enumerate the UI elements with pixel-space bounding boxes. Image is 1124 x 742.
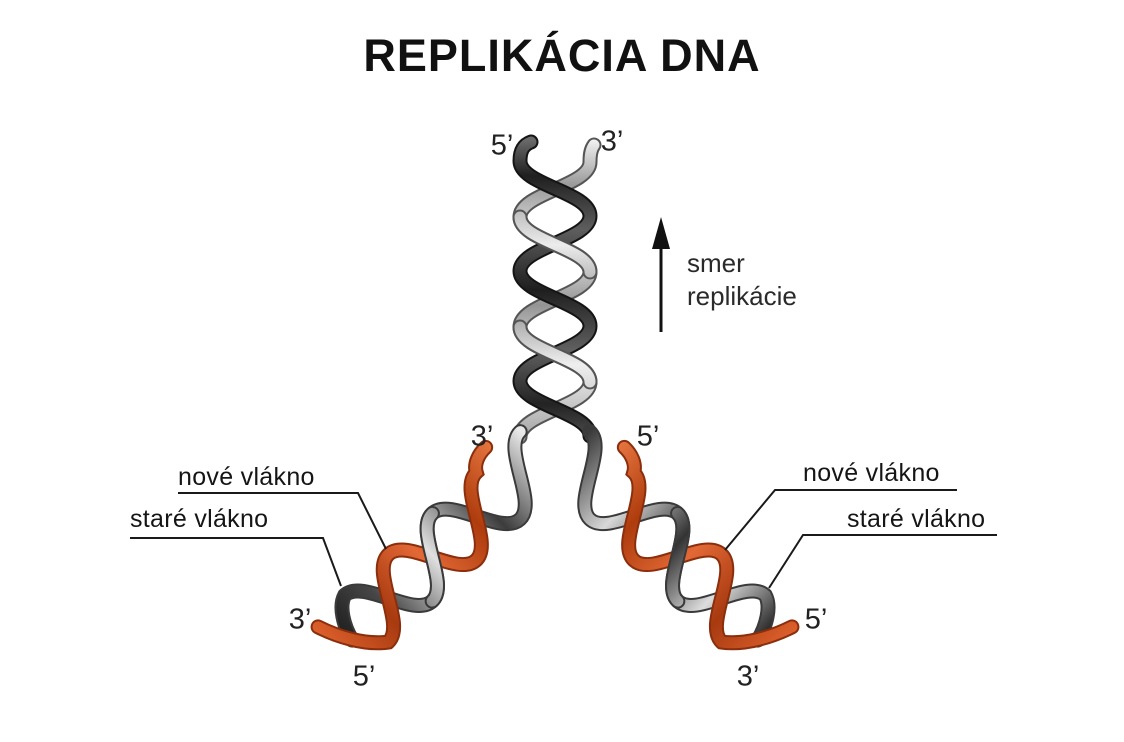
prime-fork-left: 3’ <box>470 420 494 453</box>
parent-helix <box>512 134 602 445</box>
left-old-strand-callout <box>130 537 342 587</box>
right-new-strand-callout <box>724 489 957 551</box>
old-strand-light-weave <box>512 209 598 390</box>
left-new-strand <box>310 439 494 651</box>
prime-bottom-right-new: 5’ <box>804 603 828 636</box>
right-new-strand-label: nové vlákno <box>803 459 940 487</box>
right-old-strand-callout <box>768 534 997 589</box>
left-new-strand-callout <box>178 492 387 550</box>
right-old-strand-weave <box>665 505 691 609</box>
right-old-strand-label: staré vlákno <box>847 505 986 533</box>
page-title: REPLIKÁCIA DNA <box>363 30 761 81</box>
right-old-strand <box>577 424 776 648</box>
left-old-strand-weave <box>419 505 445 609</box>
left-new-strand-label: nové vlákno <box>178 463 315 491</box>
prime-fork-right: 5’ <box>636 420 660 453</box>
direction-label-line2: replikácie <box>687 281 797 311</box>
prime-bottom-left-old: 5’ <box>352 660 376 693</box>
left-old-strand <box>334 424 533 648</box>
prime-bottom-right-old: 3’ <box>736 660 760 693</box>
prime-bottom-left-new: 3’ <box>288 603 312 636</box>
label-callout-lines <box>130 489 997 589</box>
replication-direction-label: smer replikácie <box>687 247 797 313</box>
old-strand-dark <box>512 134 598 444</box>
direction-arrow <box>652 217 670 332</box>
right-new-strand <box>616 439 800 651</box>
left-old-strand-label: staré vlákno <box>130 505 269 533</box>
left-daughter-helix <box>310 424 533 651</box>
direction-label-line1: smer <box>687 248 745 278</box>
prime-top-left: 5’ <box>490 129 514 162</box>
right-daughter-helix <box>577 424 800 651</box>
prime-top-right: 3’ <box>600 125 624 158</box>
